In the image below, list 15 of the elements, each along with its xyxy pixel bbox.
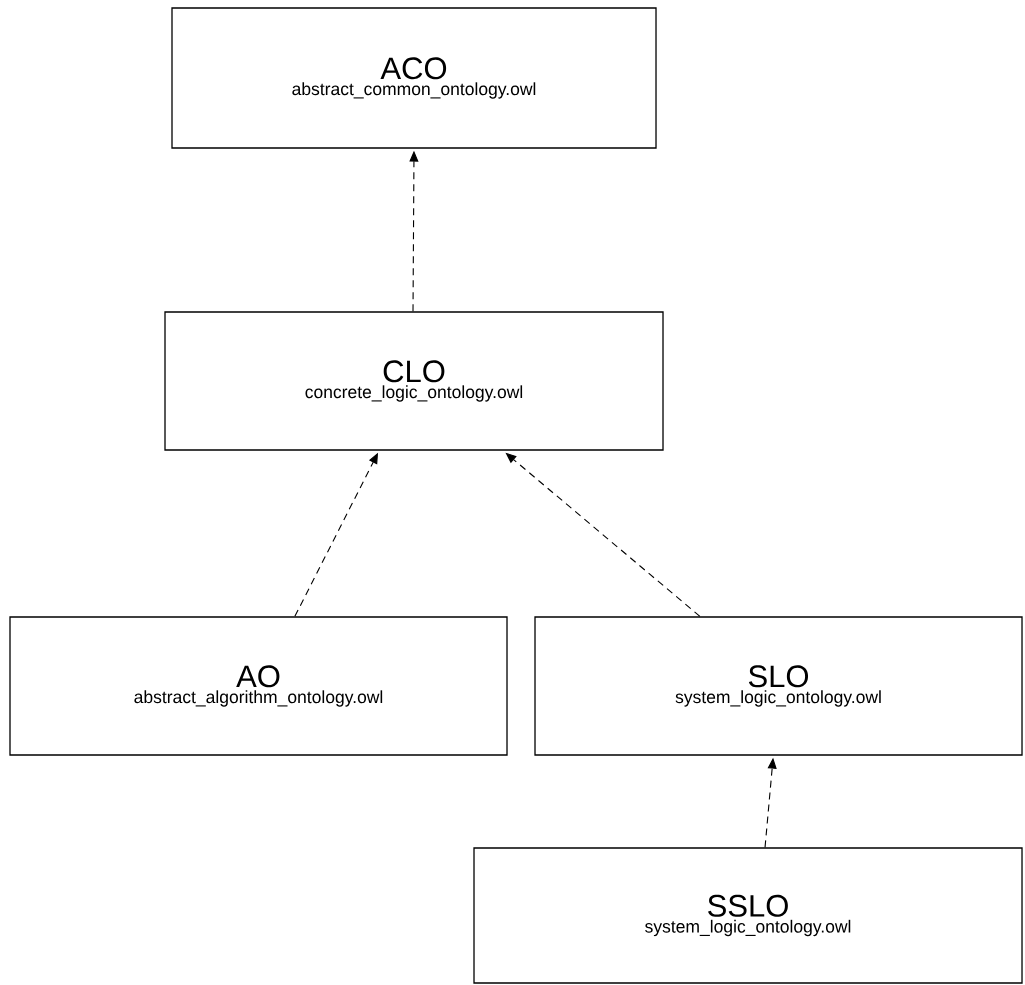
ontology-box [171,7,657,149]
node-title: SSLO [708,894,788,917]
node-title: AO [236,665,280,688]
node-title: ACO [380,57,447,80]
file-name: abstract_algorithm_ontology.owl [134,690,383,707]
file-name: abstract_common_ontology.owl [292,82,536,99]
file-name: system_logic_ontology.owl [675,690,881,707]
node-title: CLO [383,360,445,383]
node-title: SLO [748,665,809,688]
ontology-box [473,847,1023,984]
ontology-box [164,311,664,451]
file-name: system_logic_ontology.owl [645,919,851,937]
ontology-box [9,616,508,756]
ontology-box [534,616,1023,756]
file-name: concrete_logic_ontology.owl [305,385,523,402]
